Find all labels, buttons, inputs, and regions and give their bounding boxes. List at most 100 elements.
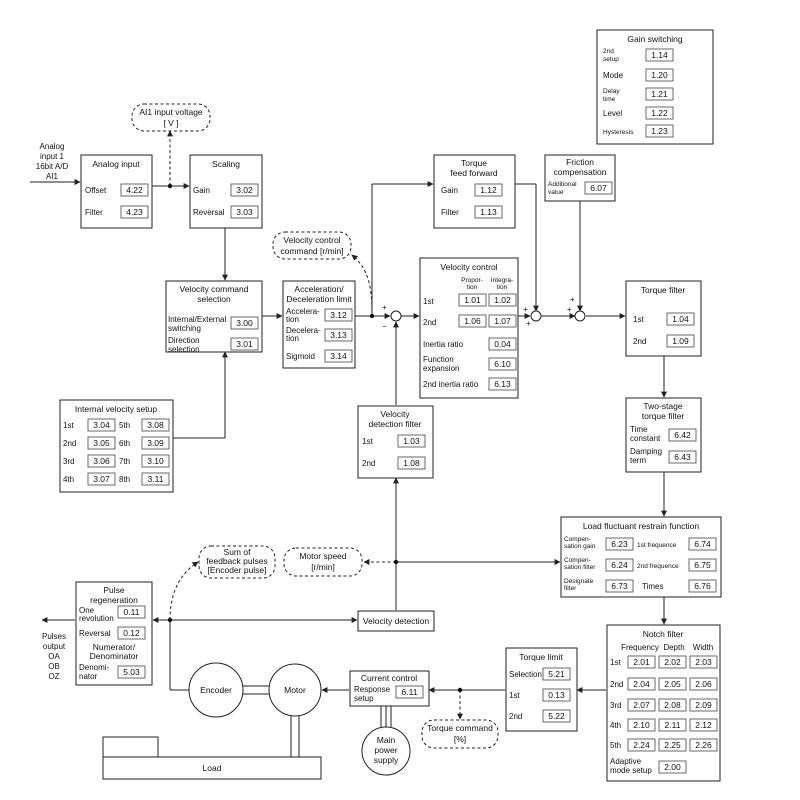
svg-text:3.09: 3.09 xyxy=(147,438,164,448)
svg-text:1st: 1st xyxy=(633,315,644,324)
svg-text:Notch filter: Notch filter xyxy=(643,629,684,639)
svg-text:+: + xyxy=(567,305,572,314)
svg-text:Velocity detection: Velocity detection xyxy=(363,616,429,626)
svg-text:2.02: 2.02 xyxy=(664,657,681,667)
svg-text:2.08: 2.08 xyxy=(664,700,681,710)
main-power-supply: Main power supply xyxy=(361,726,411,776)
svg-text:6.11: 6.11 xyxy=(402,687,418,697)
svg-text:1st: 1st xyxy=(610,658,621,667)
svg-text:1.02: 1.02 xyxy=(494,295,511,305)
svg-text:0.11: 0.11 xyxy=(124,607,140,617)
svg-text:input 1: input 1 xyxy=(40,152,65,161)
svg-text:Compen-: Compen- xyxy=(564,557,591,564)
svg-text:output: output xyxy=(43,642,66,651)
svg-text:2.26: 2.26 xyxy=(695,740,712,750)
svg-text:5.22: 5.22 xyxy=(548,711,565,721)
svg-text:Velocity control: Velocity control xyxy=(440,262,497,272)
svg-text:16bit A/D: 16bit A/D xyxy=(36,162,69,171)
svg-text:2.05: 2.05 xyxy=(664,679,681,689)
svg-text:2nd: 2nd xyxy=(610,680,623,689)
svg-text:2.24: 2.24 xyxy=(633,740,650,750)
svg-text:selection: selection xyxy=(168,345,200,354)
svg-text:Analog input: Analog input xyxy=(92,159,140,169)
svg-text:6.75: 6.75 xyxy=(694,560,711,570)
velocity-control-block: Velocity control Propor- tion Integra- t… xyxy=(419,257,519,399)
svg-text:Accelera-: Accelera- xyxy=(286,307,320,316)
svg-text:3.01: 3.01 xyxy=(236,339,253,349)
svg-text:6.10: 6.10 xyxy=(494,359,511,369)
svg-text:time: time xyxy=(603,96,616,103)
gain-switching-block: Gain switching 2nd setup 1.14 Mode 1.20 … xyxy=(596,29,714,145)
motor: Motor xyxy=(268,663,322,717)
svg-text:3.05: 3.05 xyxy=(93,438,110,448)
svg-text:Gain: Gain xyxy=(441,186,458,195)
svg-text:Load fluctuant restrain functi: Load fluctuant restrain function xyxy=(583,521,700,531)
svg-text:One: One xyxy=(79,606,95,615)
svg-text:1st: 1st xyxy=(509,691,520,700)
analog-input-block: Analog input Offset 4.22 Filter 4.23 xyxy=(80,154,153,229)
svg-text:2nd inertia ratio: 2nd inertia ratio xyxy=(423,380,479,389)
svg-text:5.03: 5.03 xyxy=(123,667,140,677)
svg-text:sation gain: sation gain xyxy=(564,543,596,550)
svg-text:mode setup: mode setup xyxy=(610,766,652,775)
svg-text:Velocity control: Velocity control xyxy=(283,235,340,245)
svg-text:[%]: [%] xyxy=(454,734,466,744)
svg-text:Sigmoid: Sigmoid xyxy=(286,352,315,361)
svg-text:7th: 7th xyxy=(119,457,130,466)
svg-text:2.12: 2.12 xyxy=(695,720,712,730)
svg-text:value: value xyxy=(548,189,564,196)
svg-text:Direction: Direction xyxy=(168,336,200,345)
svg-text:1.08: 1.08 xyxy=(403,458,420,468)
svg-text:Analog: Analog xyxy=(40,142,65,151)
current-control-block: Current control Response setup 6.11 xyxy=(349,670,430,707)
svg-text:compensation: compensation xyxy=(554,167,607,177)
svg-text:4th: 4th xyxy=(63,475,74,484)
svg-text:feed forward: feed forward xyxy=(450,168,498,178)
summing-junctions: + − + + + + xyxy=(382,295,586,331)
svg-text:Filter: Filter xyxy=(85,208,103,217)
svg-text:1st: 1st xyxy=(362,437,373,446)
svg-text:constant: constant xyxy=(630,434,661,443)
svg-text:selection: selection xyxy=(197,294,231,304)
svg-text:3.07: 3.07 xyxy=(93,474,110,484)
svg-text:Level: Level xyxy=(603,109,622,118)
svg-text:Width: Width xyxy=(693,643,713,652)
svg-text:Internal/External: Internal/External xyxy=(168,315,226,324)
svg-text:expansion: expansion xyxy=(423,364,459,373)
svg-text:1.01: 1.01 xyxy=(464,295,481,305)
svg-text:6th: 6th xyxy=(119,439,130,448)
friction-compensation-block: Friction compensation Additional value 6… xyxy=(544,154,616,202)
svg-text:2.04: 2.04 xyxy=(633,679,650,689)
svg-text:1.09: 1.09 xyxy=(672,336,689,346)
svg-text:6.43: 6.43 xyxy=(674,452,691,462)
pulse-regeneration-block: Pulse regeneration One revolution 0.11 R… xyxy=(75,581,153,686)
svg-text:Decelera-: Decelera- xyxy=(286,326,321,335)
torque-limit-block: Torque limit Selection 5.21 1st 0.13 2nd… xyxy=(505,647,578,732)
param-gain: 3.02 xyxy=(236,185,253,195)
motor-speed-monitor: Motor speed [r/min] xyxy=(283,547,363,577)
svg-text:+: + xyxy=(570,295,575,304)
svg-text:tion: tion xyxy=(286,334,299,343)
svg-text:2.03: 2.03 xyxy=(695,657,712,667)
svg-text:2nd: 2nd xyxy=(362,459,375,468)
svg-text:Adaptive: Adaptive xyxy=(610,757,642,766)
svg-text:+: + xyxy=(382,303,387,312)
svg-text:6.73: 6.73 xyxy=(611,581,628,591)
svg-text:Filter: Filter xyxy=(441,208,459,217)
svg-text:Propor-: Propor- xyxy=(461,277,483,284)
svg-text:Torque command: Torque command xyxy=(427,723,493,733)
load: Load xyxy=(102,736,322,780)
svg-text:Acceleration/: Acceleration/ xyxy=(294,284,344,294)
svg-text:Response: Response xyxy=(354,685,391,694)
svg-text:3.10: 3.10 xyxy=(147,456,164,466)
svg-text:3.08: 3.08 xyxy=(147,420,164,430)
svg-text:Frequency: Frequency xyxy=(621,643,659,652)
svg-text:3.13: 3.13 xyxy=(330,330,347,340)
svg-text:1.23: 1.23 xyxy=(651,126,668,136)
svg-text:2nd: 2nd xyxy=(509,712,522,721)
svg-text:3rd: 3rd xyxy=(63,457,75,466)
svg-text:Motor speed: Motor speed xyxy=(299,551,347,561)
svg-text:Selection: Selection xyxy=(509,670,542,679)
svg-text:5.21: 5.21 xyxy=(548,669,565,679)
svg-text:Denominator: Denominator xyxy=(90,651,139,661)
